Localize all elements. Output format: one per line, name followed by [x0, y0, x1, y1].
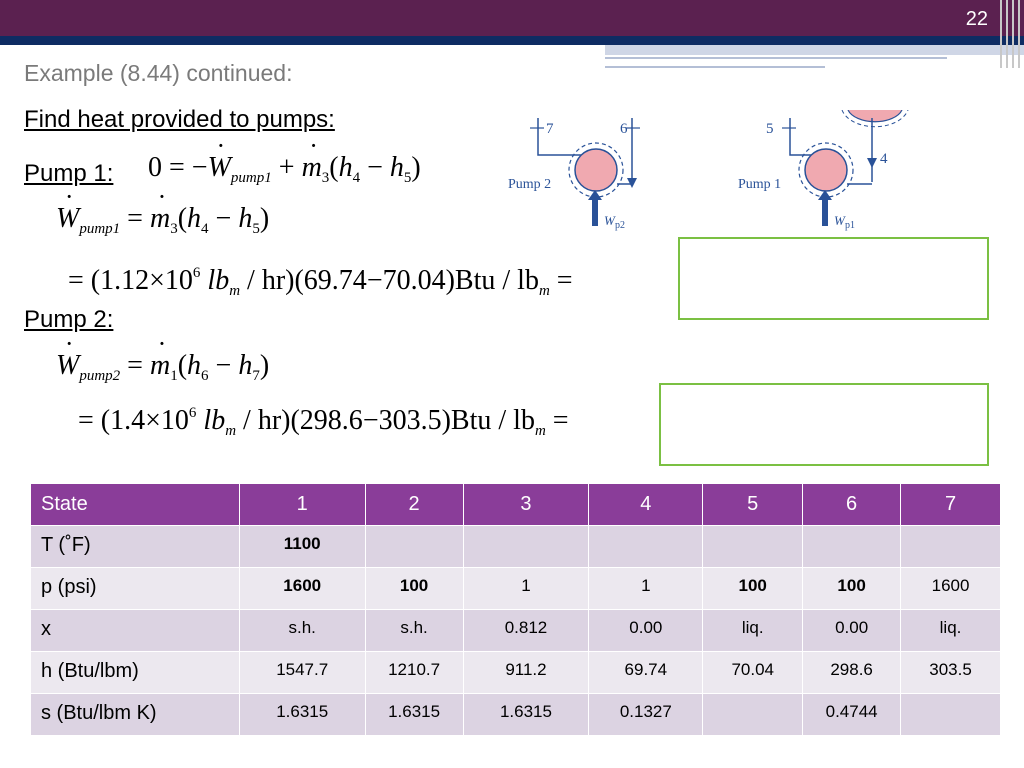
table-header-cell: 7 — [900, 483, 1001, 526]
state-table: State 1 2 3 4 5 6 7 T (˚F) 1100 p (psi) … — [30, 483, 1001, 736]
row-label: s (Btu/lbm K) — [30, 693, 240, 736]
pump2-answer-box — [659, 383, 989, 466]
table-cell: 70.04 — [702, 651, 804, 694]
table-header-cell: 4 — [588, 483, 704, 526]
table-cell: 1.6315 — [462, 693, 590, 736]
pump1-state-in-label: 5 — [766, 121, 774, 137]
table-cell: 0.4744 — [802, 693, 902, 736]
table-cell — [462, 525, 590, 568]
table-cell: 1600 — [238, 567, 366, 610]
table-cell: 100 — [364, 567, 464, 610]
table-header-cell: 1 — [238, 483, 366, 526]
header-accent-bar — [0, 36, 1024, 45]
header-vertical-line — [1006, 0, 1008, 68]
table-row: p (psi) 1600 100 1 1 100 100 1600 — [30, 567, 1001, 610]
pump2-work-equation: Wpump2 = m1(h6 − h7) — [56, 329, 269, 385]
table-cell: 0.00 — [588, 609, 704, 652]
pump2-diagram: 7 6 Pump 2 W p2 — [508, 118, 640, 231]
table-cell: 100 — [702, 567, 804, 610]
table-cell: 100 — [802, 567, 902, 610]
table-cell: 1.6315 — [364, 693, 464, 736]
slide-title: Example (8.44) continued: — [24, 60, 293, 86]
table-cell: 1210.7 — [364, 651, 464, 694]
table-header-cell: State — [30, 483, 240, 526]
table-cell — [364, 525, 464, 568]
pump1-answer-box — [678, 237, 989, 320]
pump2-work-numeric: = (1.4×106 lbm / hr)(298.6−303.5)Btu / l… — [78, 405, 569, 439]
table-cell: liq. — [900, 609, 1001, 652]
header-vertical-line — [1018, 0, 1020, 68]
table-cell: 303.5 — [900, 651, 1001, 694]
header-thin-line — [605, 66, 825, 68]
slide-number: 22 — [965, 8, 988, 30]
pump2-work-sub: p2 — [615, 220, 625, 231]
pump2-work-label: W — [604, 213, 616, 228]
table-row: s (Btu/lbm K) 1.6315 1.6315 1.6315 0.132… — [30, 693, 1001, 736]
table-row: h (Btu/lbm) 1547.7 1210.7 911.2 69.74 70… — [30, 651, 1001, 694]
pump2-name-label: Pump 2 — [508, 177, 551, 192]
pump1-work-label: W — [834, 213, 846, 228]
header-thin-line — [605, 57, 947, 59]
row-label: h (Btu/lbm) — [30, 651, 240, 694]
table-cell: s.h. — [238, 609, 366, 652]
table-cell: 1600 — [900, 567, 1001, 610]
row-label: p (psi) — [30, 567, 240, 610]
table-header-cell: 5 — [702, 483, 804, 526]
header-bar — [0, 0, 1024, 36]
table-cell: 911.2 — [462, 651, 590, 694]
table-cell: 1 — [588, 567, 704, 610]
table-cell — [702, 693, 804, 736]
pump2-state-in-label: 7 — [546, 121, 554, 137]
table-cell: 1.6315 — [238, 693, 366, 736]
row-label: x — [30, 609, 240, 652]
header-vertical-line — [1012, 0, 1014, 68]
table-header-cell: 2 — [364, 483, 464, 526]
pump1-diagram: 5 4 Pump 1 W p1 — [738, 110, 909, 231]
table-header-cell: 6 — [802, 483, 902, 526]
table-cell — [900, 693, 1001, 736]
header-accent-bar-light — [605, 45, 1024, 55]
table-cell — [802, 525, 902, 568]
table-cell: 69.74 — [588, 651, 704, 694]
pump1-work-sub: p1 — [845, 220, 855, 231]
table-cell — [900, 525, 1001, 568]
pump1-work-equation: Wpump1 = m3(h4 − h5) — [56, 182, 269, 238]
subheading: Find heat provided to pumps: — [24, 106, 335, 133]
table-cell: 298.6 — [802, 651, 902, 694]
table-header-row: State 1 2 3 4 5 6 7 — [30, 483, 1001, 526]
row-label: T (˚F) — [30, 525, 240, 568]
table-cell: 0.1327 — [588, 693, 704, 736]
pump1-state-out-label: 4 — [880, 151, 888, 167]
header-vertical-line — [1000, 0, 1002, 68]
pump1-work-numeric: = (1.12×106 lbm / hr)(69.74−70.04)Btu / … — [68, 265, 573, 299]
table-row: T (˚F) 1100 — [30, 525, 1001, 568]
table-cell: liq. — [702, 609, 804, 652]
table-cell: 1 — [462, 567, 590, 610]
table-cell — [588, 525, 704, 568]
table-header-cell: 3 — [462, 483, 590, 526]
table-cell: s.h. — [364, 609, 464, 652]
pump1-energy-balance: 0 = −Wpump1 + m3(h4 − h5) — [148, 131, 421, 187]
table-cell: 1100 — [238, 525, 366, 568]
table-cell: 1547.7 — [238, 651, 366, 694]
pump1-name-label: Pump 1 — [738, 177, 781, 192]
table-row: x s.h. s.h. 0.812 0.00 liq. 0.00 liq. — [30, 609, 1001, 652]
table-cell: 0.812 — [462, 609, 590, 652]
table-cell: 0.00 — [802, 609, 902, 652]
pump2-state-out-label: 6 — [620, 121, 628, 137]
table-cell — [702, 525, 804, 568]
